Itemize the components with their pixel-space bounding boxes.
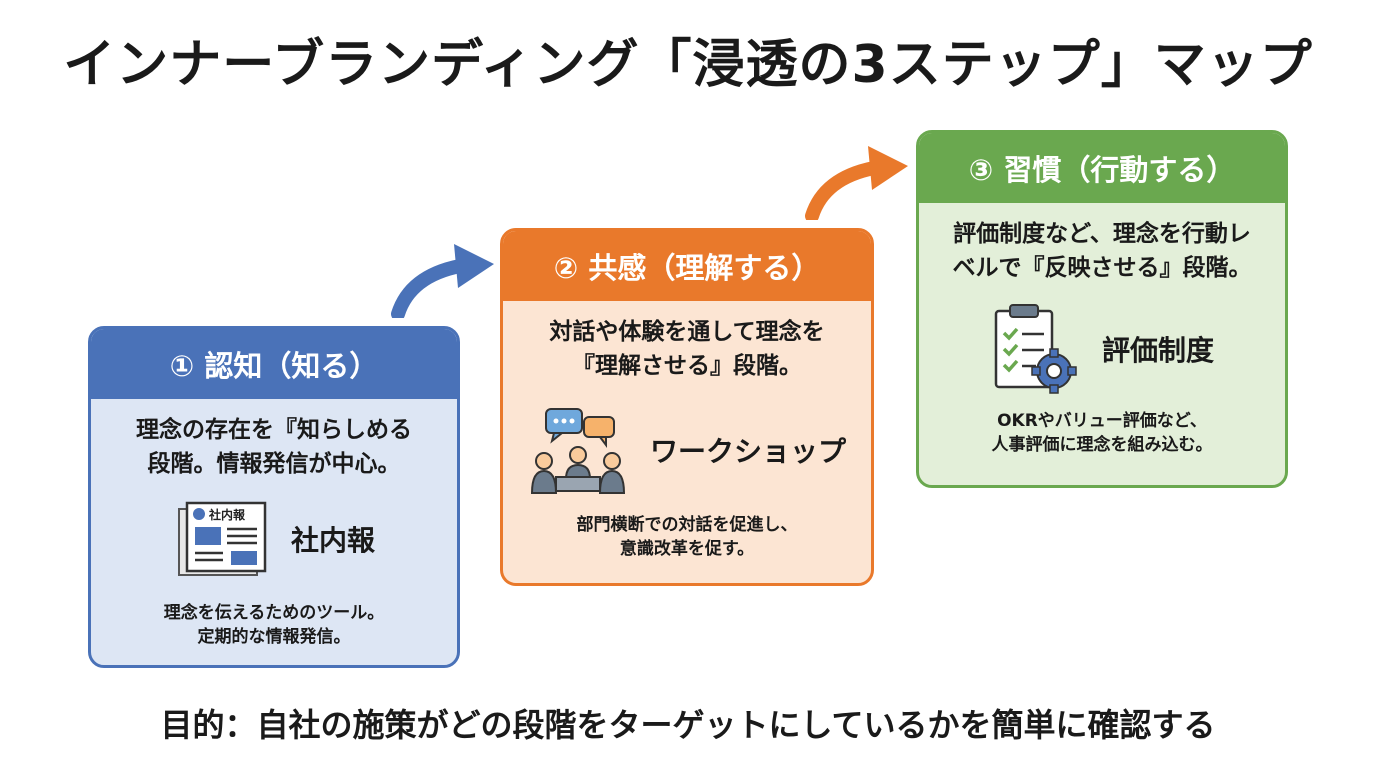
tool-name: 評価制度 <box>1101 334 1214 367</box>
desc-line: 理念の存在を『知らしめる <box>136 417 412 443</box>
purpose-footer: 目的：自社の施策がどの段階をターゲットにしているかを簡単に確認する <box>160 706 1216 744</box>
step-card-empathy: ② 共感（理解する） 対話や体験を通して理念を 『理解させる』段階。 ワークショ… <box>500 228 874 586</box>
desc-line: 『理解させる』段階。 <box>572 353 802 379</box>
note-line: 理念を伝えるためのツール。 <box>163 603 385 623</box>
desc-line: 評価制度など、理念を行動レ <box>953 221 1251 247</box>
desc-line: 段階。情報発信が中心。 <box>147 451 401 477</box>
curved-arrow-icon-orange <box>805 146 908 220</box>
workshop-icon <box>530 408 625 494</box>
tool-name: ワークショップ <box>649 435 846 468</box>
curved-arrow-icon-blue <box>391 244 494 318</box>
desc-line: ベルで『反映させる』段階。 <box>952 255 1252 281</box>
step-header: ③ 習慣（行動する） <box>919 133 1285 203</box>
icon-label: 社内報 <box>208 507 246 522</box>
step-description: 理念の存在を『知らしめる 段階。情報発信が中心。 <box>91 413 457 481</box>
note-line: 意識改革を促す。 <box>619 539 755 559</box>
note-line: OKRやバリュー評価など、 <box>997 411 1207 431</box>
step-description: 対話や体験を通して理念を 『理解させる』段階。 <box>503 315 871 383</box>
tool-note: 理念を伝えるためのツール。 定期的な情報発信。 <box>91 601 457 649</box>
tool-note: OKRやバリュー評価など、 人事評価に理念を組み込む。 <box>919 409 1285 457</box>
note-line: 部門横断での対話を促進し、 <box>576 515 798 535</box>
evaluation-icon <box>994 304 1077 394</box>
note-line: 人事評価に理念を組み込む。 <box>991 435 1213 455</box>
page-title: インナーブランディング「浸透の3ステップ」マップ <box>63 35 1313 95</box>
note-line: 定期的な情報発信。 <box>197 627 351 647</box>
step-card-habit: ③ 習慣（行動する） 評価制度など、理念を行動レ ベルで『反映させる』段階。 <box>916 130 1288 488</box>
tool-note: 部門横断での対話を促進し、 意識改革を促す。 <box>503 513 871 561</box>
newsletter-icon: 社内報 <box>177 501 267 576</box>
step-header: ① 認知（知る） <box>91 329 457 399</box>
step-description: 評価制度など、理念を行動レ ベルで『反映させる』段階。 <box>919 217 1285 285</box>
desc-line: 対話や体験を通して理念を <box>549 319 825 345</box>
step-header: ② 共感（理解する） <box>503 231 871 301</box>
tool-name: 社内報 <box>290 524 375 557</box>
step-card-awareness: ① 認知（知る） 理念の存在を『知らしめる 段階。情報発信が中心。 社内報 社内… <box>88 326 460 668</box>
